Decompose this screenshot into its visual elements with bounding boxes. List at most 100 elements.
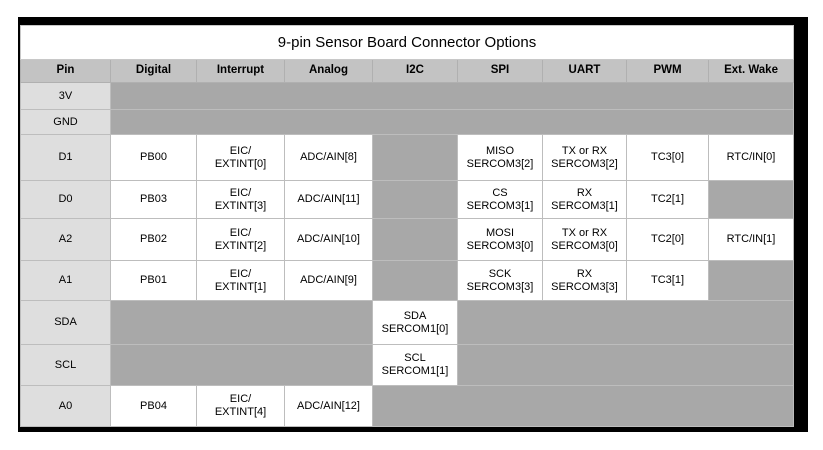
interrupt-line-2: EXTINT[4] [214, 406, 267, 418]
spi-line-2: SERCOM3[2] [466, 157, 534, 170]
table-header-row: Pin Digital Interrupt Analog I2C SPI UAR… [20, 59, 795, 83]
digital-cell: PB00 [110, 134, 197, 181]
uart-line-1: TX or RX [561, 144, 608, 157]
ext-wake-cell: RTC/IN[0] [707, 134, 795, 181]
spi-cell: CS SERCOM3[1] [457, 180, 543, 219]
i2c-cell [372, 180, 458, 219]
table-row: GND [20, 109, 795, 135]
pin-label: D0 [20, 180, 111, 219]
i2c-cell: SCL SERCOM1[1] [372, 344, 458, 386]
interrupt-cell: EIC/ EXTINT[1] [196, 260, 285, 301]
table-row: A0 PB04 EIC/ EXTINT[4] ADC/AIN[12] [20, 385, 795, 427]
i2c-line-2: SERCOM1[1] [381, 365, 449, 377]
analog-cell: ADC/AIN[8] [284, 134, 373, 181]
column-header-interrupt: Interrupt [196, 59, 285, 83]
empty-cell [456, 300, 795, 345]
table-row: D1 PB00 EIC/ EXTINT[0] ADC/AIN[8] MISO S… [20, 134, 795, 181]
interrupt-line-2: EXTINT[1] [214, 280, 267, 293]
table-title-row: 9-pin Sensor Board Connector Options [19, 25, 795, 60]
spi-cell: SCK SERCOM3[3] [457, 260, 543, 301]
pwm-cell: TC3[0] [626, 134, 709, 181]
spi-cell: MOSI SERCOM3[0] [457, 218, 543, 261]
i2c-cell [372, 260, 458, 301]
i2c-cell: SDA SERCOM1[0] [372, 300, 458, 345]
interrupt-line-2: EXTINT[3] [214, 199, 267, 212]
uart-line-2: SERCOM3[1] [551, 199, 618, 212]
i2c-line-1: SCL [404, 352, 426, 365]
i2c-cell [372, 218, 458, 261]
column-header-analog: Analog [284, 59, 373, 83]
interrupt-line-1: EIC/ [229, 267, 252, 280]
uart-cell: RX SERCOM3[1] [542, 180, 627, 219]
column-header-spi: SPI [457, 59, 543, 83]
pin-label: SDA [20, 300, 111, 345]
empty-cell [110, 300, 373, 345]
uart-line-1: RX [576, 186, 593, 199]
uart-line-1: RX [576, 267, 593, 280]
pin-label: 3V [20, 82, 111, 110]
column-header-digital: Digital [110, 59, 197, 83]
pwm-cell: TC3[1] [626, 260, 709, 301]
uart-cell: TX or RX SERCOM3[2] [542, 134, 627, 181]
ext-wake-cell [707, 260, 795, 301]
table-frame: 9-pin Sensor Board Connector Options Pin… [18, 17, 808, 432]
pin-label: A0 [20, 385, 111, 427]
spi-line-2: SERCOM3[1] [466, 199, 534, 212]
interrupt-cell: EIC/ EXTINT[4] [196, 385, 285, 427]
digital-cell: PB03 [110, 180, 197, 219]
empty-cell [109, 109, 795, 135]
pin-label: D1 [20, 134, 111, 181]
pwm-cell: TC2[1] [626, 180, 709, 219]
analog-cell: ADC/AIN[9] [284, 260, 373, 301]
ext-wake-cell [707, 180, 795, 219]
column-header-pwm: PWM [626, 59, 709, 83]
digital-cell: PB02 [110, 218, 197, 261]
empty-cell [109, 82, 795, 110]
interrupt-cell: EIC/ EXTINT[3] [196, 180, 285, 219]
spi-line-2: SERCOM3[0] [466, 239, 534, 252]
interrupt-line-2: EXTINT[2] [214, 239, 267, 252]
column-header-pin: Pin [20, 59, 111, 83]
interrupt-line-1: EIC/ [229, 186, 252, 199]
interrupt-line-2: EXTINT[0] [214, 157, 267, 170]
uart-line-2: SERCOM3[2] [551, 157, 618, 170]
pin-label: SCL [20, 344, 111, 386]
analog-cell: ADC/AIN[11] [284, 180, 373, 219]
ext-wake-cell: RTC/IN[1] [707, 218, 795, 261]
page-title: 9-pin Sensor Board Connector Options [19, 25, 795, 60]
spi-cell: MISO SERCOM3[2] [457, 134, 543, 181]
interrupt-line-1: EIC/ [229, 393, 252, 406]
interrupt-cell: EIC/ EXTINT[2] [196, 218, 285, 261]
interrupt-line-1: EIC/ [229, 144, 252, 157]
pin-label: GND [20, 109, 111, 135]
table-row: SCL SCL SERCOM1[1] [20, 344, 795, 386]
pin-label: A1 [20, 260, 111, 301]
i2c-cell [372, 134, 458, 181]
digital-cell: PB01 [110, 260, 197, 301]
spi-line-1: MOSI [485, 226, 515, 239]
i2c-line-2: SERCOM1[0] [381, 322, 449, 335]
spi-line-1: CS [492, 186, 508, 199]
pin-label: A2 [20, 218, 111, 261]
column-header-uart: UART [542, 59, 627, 83]
interrupt-line-1: EIC/ [229, 226, 252, 239]
uart-cell: TX or RX SERCOM3[0] [542, 218, 627, 261]
table-row: 3V [20, 82, 795, 110]
table-row: A1 PB01 EIC/ EXTINT[1] ADC/AIN[9] SCK SE… [20, 260, 795, 301]
digital-cell: PB04 [110, 385, 197, 427]
empty-cell [110, 344, 373, 386]
table-row: SDA SDA SERCOM1[0] [20, 300, 795, 345]
uart-line-2: SERCOM3[0] [551, 239, 618, 252]
uart-line-1: TX or RX [561, 226, 608, 239]
analog-cell: ADC/AIN[12] [284, 385, 373, 427]
spi-line-1: MISO [485, 144, 515, 157]
column-header-i2c: I2C [372, 59, 458, 83]
table-row: D0 PB03 EIC/ EXTINT[3] ADC/AIN[11] CS SE… [20, 180, 795, 219]
pwm-cell: TC2[0] [626, 218, 709, 261]
spi-line-2: SERCOM3[3] [466, 280, 534, 293]
uart-line-2: SERCOM3[3] [551, 280, 618, 293]
empty-cell [456, 344, 795, 386]
pin-mapping-table: 9-pin Sensor Board Connector Options Pin… [19, 25, 795, 427]
interrupt-cell: EIC/ EXTINT[0] [196, 134, 285, 181]
analog-cell: ADC/AIN[10] [284, 218, 373, 261]
